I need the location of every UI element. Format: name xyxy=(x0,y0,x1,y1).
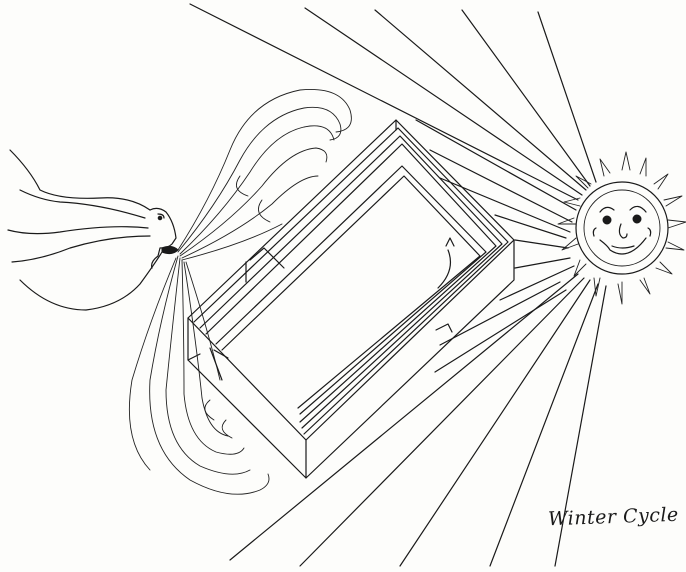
sun-face xyxy=(593,206,650,254)
wind-streams xyxy=(129,89,351,494)
sun-ray xyxy=(435,290,566,372)
sun-ray xyxy=(300,278,584,566)
sun-ray xyxy=(515,240,568,248)
wind-face-icon xyxy=(8,150,178,310)
sun-rays xyxy=(190,4,606,566)
caption-winter-cycle: Winter Cycle xyxy=(548,504,679,531)
sun-ray xyxy=(230,274,578,560)
sun-ray xyxy=(375,10,586,190)
sun-flames xyxy=(558,152,686,304)
sun-ray xyxy=(190,4,578,200)
sun-icon xyxy=(558,152,686,304)
sun-ray xyxy=(462,10,590,186)
sun-ray xyxy=(515,258,570,268)
sun-ray xyxy=(440,282,560,345)
building-icon xyxy=(188,120,514,478)
